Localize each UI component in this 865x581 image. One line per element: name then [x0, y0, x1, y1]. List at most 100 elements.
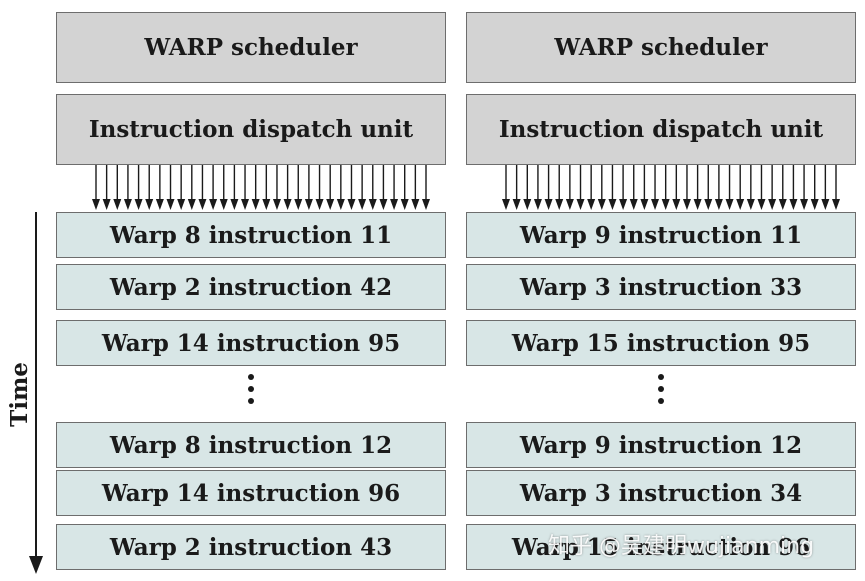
dispatch-arrow-head [358, 199, 367, 210]
dispatch-arrow-head [187, 199, 196, 210]
right-warp-scheduler: WARP scheduler [466, 12, 856, 83]
dot [658, 386, 664, 392]
right-instruction-label: Warp 9 instruction 12 [519, 431, 803, 459]
dispatch-arrow-head [523, 199, 532, 210]
dispatch-arrow-head [693, 199, 702, 210]
right-instruction-row: Warp 15 instruction 96 [466, 524, 856, 570]
dispatch-arrow-head [272, 199, 281, 210]
right-ellipsis-dots [656, 374, 666, 410]
dispatch-arrow-head [113, 199, 122, 210]
dot [248, 386, 254, 392]
dispatch-arrow-head [555, 199, 564, 210]
dispatch-arrow-head [411, 199, 420, 210]
dispatch-arrow-head [512, 199, 521, 210]
dispatch-arrow-head [294, 199, 303, 210]
right-instruction-label: Warp 15 instruction 96 [511, 533, 811, 561]
left-instruction-row: Warp 8 instruction 12 [56, 422, 446, 468]
dispatch-arrow-head [262, 199, 271, 210]
dispatch-arrow-head [241, 199, 250, 210]
left-instruction-label: Warp 8 instruction 11 [109, 221, 393, 249]
dispatch-arrow-head [390, 199, 399, 210]
dispatch-arrow-head [502, 199, 510, 210]
dispatch-arrow-head [597, 199, 606, 210]
dispatch-arrow-head [746, 199, 755, 210]
left-warp-scheduler-label: WARP scheduler [144, 34, 358, 61]
dispatch-arrow-head [821, 199, 830, 210]
dispatch-arrow-head [810, 199, 819, 210]
dispatch-arrow-head [661, 199, 670, 210]
dispatch-arrow-head [800, 199, 809, 210]
dispatch-arrow-head [230, 199, 239, 210]
dispatch-arrow-head [251, 199, 260, 210]
dispatch-arrow-head [778, 199, 787, 210]
left-instruction-label: Warp 14 instruction 95 [101, 329, 401, 357]
dispatch-arrow-head [209, 199, 218, 210]
left-ellipsis-dots [246, 374, 256, 410]
left-dispatch-unit: Instruction dispatch unit [56, 94, 446, 165]
time-axis-arrow [29, 212, 43, 574]
dispatch-arrow-head [757, 199, 766, 210]
dot [248, 398, 254, 404]
dispatch-arrow-head [533, 199, 542, 210]
dispatch-arrow-head [672, 199, 681, 210]
dispatch-arrow-head [304, 199, 313, 210]
dispatch-arrow-head [789, 199, 798, 210]
left-instruction-label: Warp 2 instruction 43 [109, 533, 393, 561]
right-instruction-row: Warp 3 instruction 34 [466, 470, 856, 516]
dispatch-arrow-head [768, 199, 777, 210]
left-instruction-label: Warp 2 instruction 42 [109, 273, 393, 301]
time-label: Time [2, 361, 36, 427]
right-instruction-label: Warp 3 instruction 34 [519, 479, 803, 507]
dispatch-arrow-head [629, 199, 638, 210]
dispatch-arrow-head [102, 199, 111, 210]
dispatch-arrow-head [92, 199, 100, 210]
left-dispatch-arrows [92, 165, 430, 210]
dispatch-arrow-head [326, 199, 335, 210]
dispatch-arrow-head [704, 199, 713, 210]
dispatch-arrow-head [368, 199, 377, 210]
dispatch-arrow-head [544, 199, 553, 210]
dispatch-arrow-head [347, 199, 356, 210]
left-instruction-label: Warp 14 instruction 96 [101, 479, 401, 507]
dispatch-arrow-head [682, 199, 691, 210]
dispatch-arrow-head [565, 199, 574, 210]
dispatch-arrow-head [422, 199, 430, 210]
dispatch-arrow-head [608, 199, 617, 210]
right-instruction-row: Warp 15 instruction 95 [466, 320, 856, 366]
dispatch-arrow-head [219, 199, 228, 210]
left-instruction-label: Warp 8 instruction 12 [109, 431, 393, 459]
left-instruction-row: Warp 2 instruction 43 [56, 524, 446, 570]
dispatch-arrow-head [400, 199, 409, 210]
dispatch-arrow-head [283, 199, 292, 210]
dispatch-arrow-head [198, 199, 207, 210]
left-instruction-row: Warp 14 instruction 96 [56, 470, 446, 516]
dot [658, 374, 664, 380]
left-dispatch-unit-label: Instruction dispatch unit [88, 116, 414, 143]
dispatch-arrow-head [736, 199, 745, 210]
dispatch-arrow-head [145, 199, 154, 210]
right-instruction-row: Warp 9 instruction 12 [466, 422, 856, 468]
dispatch-arrow-head [576, 199, 585, 210]
dispatch-arrow-head [336, 199, 345, 210]
dispatch-arrow-head [714, 199, 723, 210]
right-instruction-label: Warp 9 instruction 11 [519, 221, 803, 249]
dispatch-arrow-head [123, 199, 132, 210]
dispatch-arrow-head [587, 199, 596, 210]
left-instruction-row: Warp 2 instruction 42 [56, 264, 446, 310]
dispatch-arrow-head [315, 199, 324, 210]
dispatch-arrow-head [619, 199, 628, 210]
right-warp-scheduler-label: WARP scheduler [554, 34, 768, 61]
watermark: 知乎 @吴建明wujianming [548, 534, 815, 559]
right-dispatch-unit-label: Instruction dispatch unit [498, 116, 824, 143]
right-instruction-label: Warp 15 instruction 95 [511, 329, 811, 357]
left-instruction-row: Warp 14 instruction 95 [56, 320, 446, 366]
dispatch-arrow-head [651, 199, 660, 210]
left-warp-scheduler: WARP scheduler [56, 12, 446, 83]
dispatch-arrow-head [155, 199, 164, 210]
time-label-text: Time [5, 361, 33, 427]
dispatch-arrow-head [832, 199, 840, 210]
dispatch-arrow-head [166, 199, 175, 210]
right-instruction-row: Warp 9 instruction 11 [466, 212, 856, 258]
dot [658, 398, 664, 404]
right-instruction-row: Warp 3 instruction 33 [466, 264, 856, 310]
